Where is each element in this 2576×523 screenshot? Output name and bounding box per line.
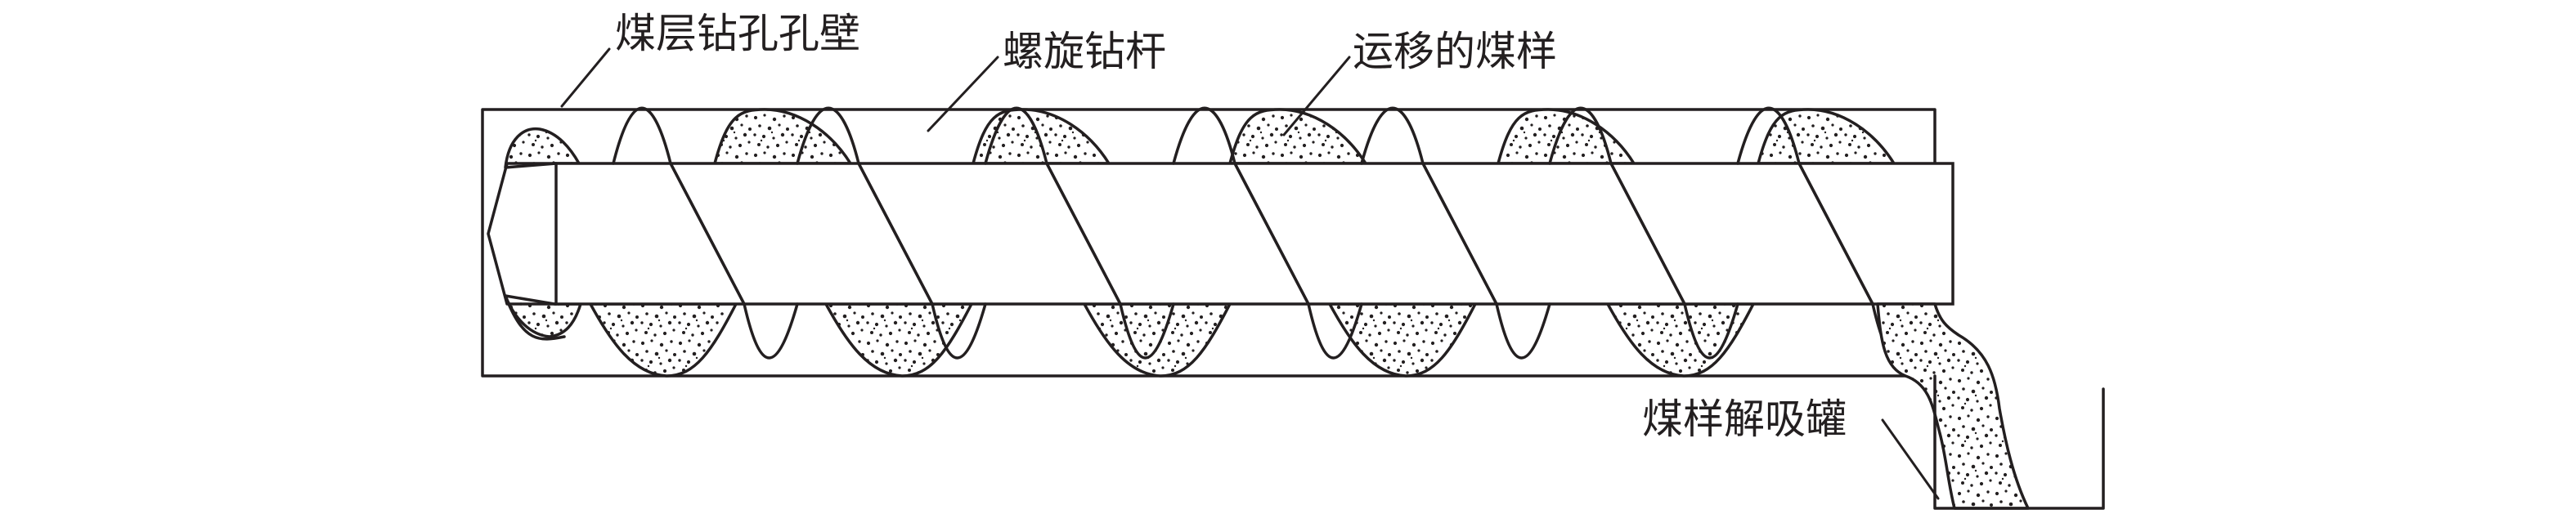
coal-discharge-stream	[1876, 302, 2030, 510]
coal-lump-upper-1	[713, 108, 852, 165]
coal-lump-bit-bottom	[504, 294, 582, 338]
leader-migrating-coal	[1282, 56, 1351, 136]
coal-lump-upper-5	[1757, 108, 1896, 165]
leader-spiral-drill-rod	[927, 56, 999, 132]
spiral-over-shaft	[669, 162, 1874, 306]
drill-bit	[487, 162, 558, 306]
leader-borehole-wall	[560, 47, 611, 108]
coal-lump-lower-3	[1083, 302, 1232, 378]
coal-lump-lower-1	[589, 302, 738, 378]
label-borehole-wall: 煤层钻孔孔壁	[615, 10, 860, 57]
desorption-tank	[1933, 374, 2105, 510]
label-desorption-tank: 煤样解吸罐	[1642, 396, 1847, 443]
coal-lump-lower-4	[1328, 302, 1477, 378]
coal-samples-lower	[589, 302, 1755, 378]
label-spiral-drill-rod: 螺旋钻杆	[1003, 28, 1166, 75]
coal-samples-upper	[713, 108, 1896, 165]
coal-lump-lower-2	[824, 302, 973, 378]
coal-lump-upper-4	[1497, 108, 1636, 165]
coal-lump-lower-5	[1606, 302, 1755, 378]
coal-lump-upper-3	[1228, 108, 1367, 165]
coal-lump-bit-top	[504, 127, 581, 169]
drill-rod-shaft	[554, 162, 1954, 306]
label-migrating-coal-sample: 运移的煤样	[1353, 28, 1557, 75]
leader-desorption-tank	[1881, 418, 1940, 500]
